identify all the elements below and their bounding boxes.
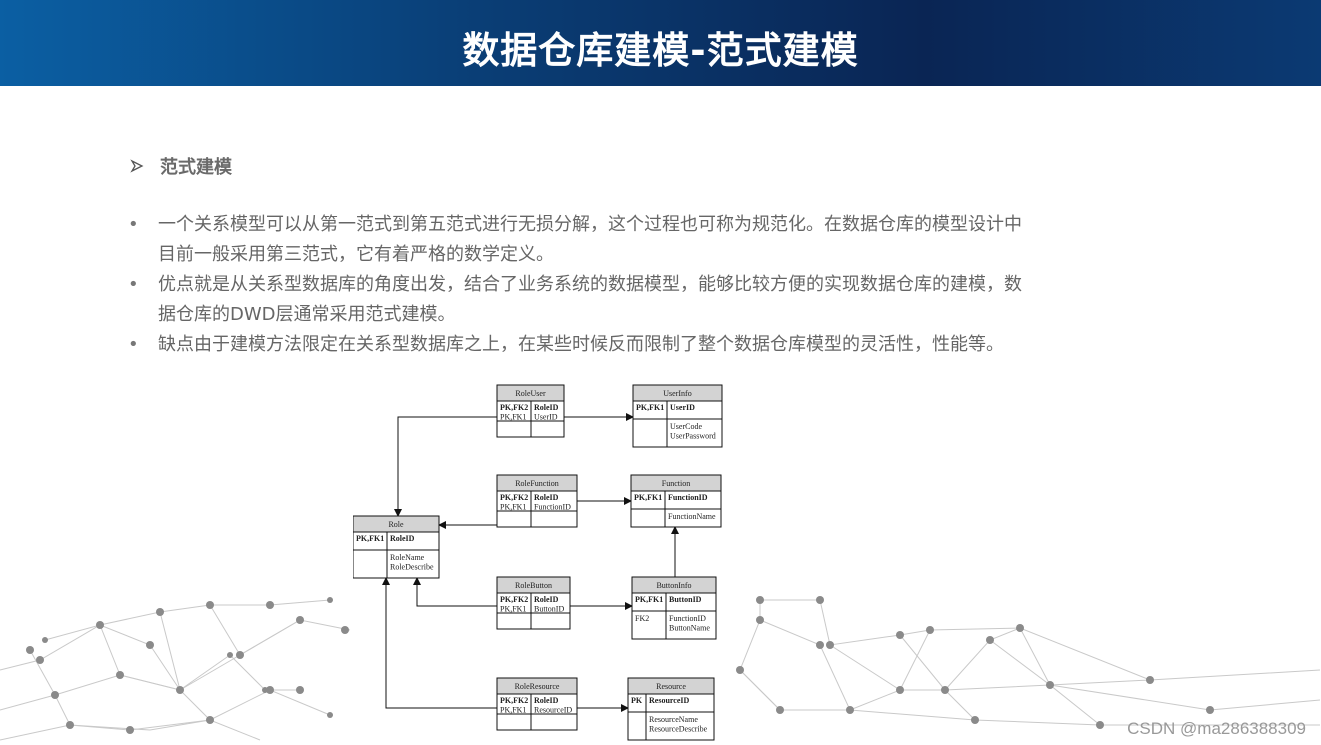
er-table-header	[496, 474, 578, 492]
bullet-text: 缺点由于建模方法限定在关系型数据库之上，在某些时候反而限制了整个数据仓库模型的灵…	[158, 334, 1004, 355]
er-field-label: ResourceID	[534, 706, 572, 715]
er-diagram-svg: RoleUserPK,FK2PK,FK1RoleIDUserIDUserInfo…	[353, 384, 723, 741]
er-table-header	[496, 677, 578, 695]
er-field-label: RoleID	[534, 403, 559, 412]
er-key-label: PK,FK2	[500, 403, 528, 412]
er-key-label: PK,FK1	[500, 706, 526, 715]
er-field-label: RoleID	[534, 493, 559, 502]
section-title: 范式建模	[160, 157, 232, 178]
er-field-label: RoleID	[534, 696, 559, 705]
er-relationship-arrow	[382, 577, 497, 709]
er-key-label: PK	[631, 696, 643, 705]
er-field-label: RoleName	[390, 553, 425, 562]
er-key-label: FK2	[635, 614, 649, 623]
er-relationship-arrow	[413, 577, 497, 607]
er-key-label: PK,FK1	[500, 605, 526, 614]
list-item: • 一个关系模型可以从第一范式到第五范式进行无损分解，这个过程也可称为规范化。在…	[128, 210, 1028, 270]
er-key-label: PK,FK2	[500, 493, 528, 502]
er-table-header	[630, 474, 722, 492]
section-heading: 范式建模	[130, 153, 232, 179]
list-item: • 缺点由于建模方法限定在关系型数据库之上，在某些时候反而限制了整个数据仓库模型…	[128, 330, 1028, 360]
bullet-text: 优点就是从关系型数据库的角度出发，结合了业务系统的数据模型，能够比较方便的实现数…	[158, 274, 1022, 325]
er-table-name: RoleFunction	[515, 479, 559, 488]
er-table-header	[632, 384, 723, 402]
er-key-label: PK,FK1	[500, 503, 526, 512]
er-field-label: FunctionName	[668, 512, 716, 521]
er-table-name: Function	[662, 479, 690, 488]
er-field-label: UserID	[534, 413, 558, 422]
er-field-label: ResourceID	[649, 696, 690, 705]
bullet-text: 一个关系模型可以从第一范式到第五范式进行无损分解，这个过程也可称为规范化。在数据…	[158, 214, 1022, 265]
er-key-label: PK,FK1	[635, 595, 663, 604]
er-table-name: Role	[388, 520, 404, 529]
er-field-label: UserID	[670, 403, 695, 412]
bullet-dot: •	[128, 214, 139, 235]
er-table-name: UserInfo	[663, 389, 691, 398]
er-key-label: PK,FK1	[356, 534, 384, 543]
er-field-label: FunctionID	[668, 493, 708, 502]
er-field-label: RoleID	[390, 534, 415, 543]
er-relationship-lines	[382, 413, 679, 712]
er-table-name: RoleResource	[515, 682, 560, 691]
er-key-label: PK,FK2	[500, 595, 528, 604]
er-table-name: RoleUser	[515, 389, 546, 398]
er-field-label: ButtonName	[669, 624, 710, 633]
list-item: • 优点就是从关系型数据库的角度出发，结合了业务系统的数据模型，能够比较方便的实…	[128, 270, 1028, 330]
er-table-header	[353, 515, 440, 533]
er-field-label: FunctionID	[669, 614, 706, 623]
network-background	[0, 596, 1321, 741]
er-table-header	[627, 677, 715, 695]
bullet-list: • 一个关系模型可以从第一范式到第五范式进行无损分解，这个过程也可称为规范化。在…	[128, 210, 1028, 360]
triangle-arrow-icon	[130, 159, 144, 173]
er-field-label: ResourceDescribe	[649, 725, 708, 734]
er-table-header	[496, 576, 571, 594]
er-field-label: UserCode	[670, 422, 702, 431]
er-field-label: FunctionID	[534, 503, 571, 512]
er-table-name: ButtonInfo	[656, 581, 691, 590]
er-tables: RoleUserPK,FK2PK,FK1RoleIDUserIDUserInfo…	[353, 384, 723, 741]
er-field-label: RoleID	[534, 595, 559, 604]
er-relationship-arrow	[394, 416, 497, 517]
er-key-label: PK,FK1	[636, 403, 664, 412]
bullet-dot: •	[128, 274, 139, 295]
header-bar: 数据仓库建模-范式建模	[0, 0, 1321, 86]
watermark-text: CSDN @ma286388309	[1127, 719, 1306, 738]
er-key-label: PK,FK2	[500, 696, 528, 705]
er-field-label: ResourceName	[649, 715, 698, 724]
bullet-dot: •	[128, 334, 139, 355]
er-field-label: ButtonID	[534, 605, 564, 614]
er-key-label: PK,FK1	[634, 493, 662, 502]
er-table-name: Resource	[656, 682, 686, 691]
er-field-label: UserPassword	[670, 432, 716, 441]
er-table-header	[631, 576, 717, 594]
er-key-label: PK,FK1	[500, 413, 526, 422]
er-table-name: RoleButton	[515, 581, 552, 590]
er-field-label: ButtonID	[669, 595, 702, 604]
page-title: 数据仓库建模-范式建模	[462, 29, 859, 72]
er-field-label: RoleDescribe	[390, 563, 434, 572]
